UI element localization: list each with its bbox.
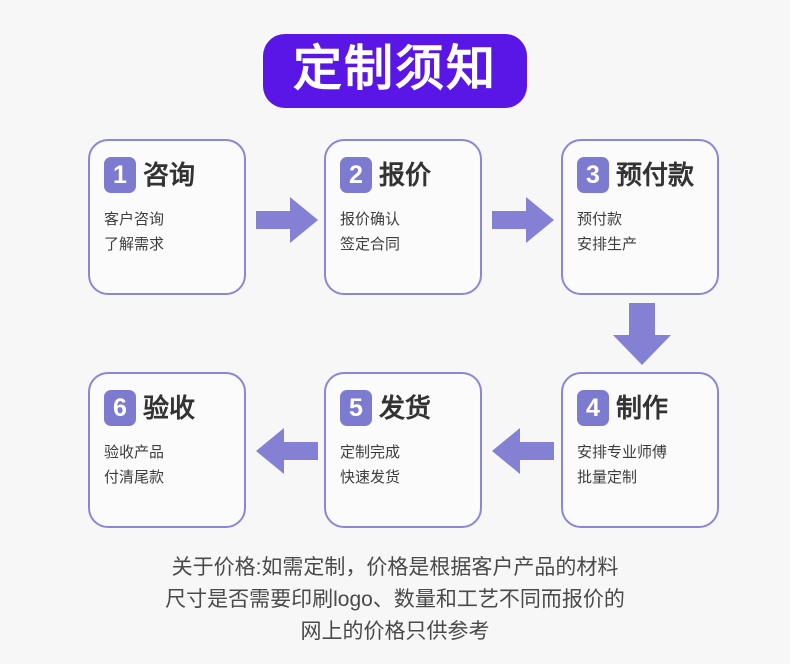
step-body-line: 付清尾款 (104, 469, 165, 486)
step-card-1-header: 1 咨询 (104, 155, 244, 195)
title-banner: 定制须知 (262, 34, 527, 108)
step-number-badge-1: 1 (104, 157, 136, 193)
arrow-right-icon (492, 197, 554, 243)
step-card-1: 1 咨询 客户咨询 了解需求 (88, 139, 246, 295)
step-title-6: 验收 (143, 393, 196, 423)
price-note-line: 关于价格:如需定制，价格是根据客户产品的材料 (171, 556, 619, 579)
step-card-2: 2 报价 报价确认 签定合同 (324, 139, 482, 295)
price-note-line: 尺寸是否需要印刷logo、数量和工艺不同而报价的 (165, 588, 625, 611)
step-card-6-header: 6 验收 (104, 388, 244, 428)
arrow-left-icon (492, 428, 554, 474)
step-number-badge-3: 3 (577, 157, 609, 193)
step-body-line: 定制完成 (340, 444, 401, 461)
step-title-1: 咨询 (143, 160, 196, 190)
arrow-left-icon (256, 428, 318, 474)
step-number-badge-5: 5 (340, 390, 372, 426)
page-title: 定制须知 (292, 42, 497, 96)
price-note: 关于价格:如需定制，价格是根据客户产品的材料 尺寸是否需要印刷logo、数量和工… (0, 552, 790, 648)
step-number-badge-2: 2 (340, 157, 372, 193)
step-body-1: 客户咨询 了解需求 (104, 207, 244, 257)
step-body-line: 签定合同 (340, 236, 401, 253)
step-card-4-header: 4 制作 (577, 388, 717, 428)
step-card-6: 6 验收 验收产品 付清尾款 (88, 372, 246, 528)
step-card-5-header: 5 发货 (340, 388, 480, 428)
step-body-line: 快速发货 (340, 469, 401, 486)
step-body-line: 报价确认 (340, 211, 401, 228)
step-body-5: 定制完成 快速发货 (340, 440, 480, 490)
step-body-line: 安排生产 (577, 236, 638, 253)
step-body-line: 客户咨询 (104, 211, 165, 228)
step-title-4: 制作 (616, 393, 669, 423)
step-body-line: 批量定制 (577, 469, 638, 486)
arrow-down-icon (613, 303, 671, 365)
arrow-right-icon (256, 197, 318, 243)
step-body-line: 了解需求 (104, 236, 165, 253)
step-card-3-header: 3 预付款 (577, 155, 717, 195)
step-body-line: 安排专业师傅 (577, 444, 668, 461)
step-body-line: 验收产品 (104, 444, 165, 461)
step-number-badge-4: 4 (577, 390, 609, 426)
step-title-3: 预付款 (616, 160, 695, 190)
step-body-line: 预付款 (577, 211, 623, 228)
page-title-container: 定制须知 (0, 34, 790, 108)
step-card-3: 3 预付款 预付款 安排生产 (561, 139, 719, 295)
step-card-5: 5 发货 定制完成 快速发货 (324, 372, 482, 528)
price-note-line: 网上的价格只供参考 (300, 620, 490, 643)
step-body-3: 预付款 安排生产 (577, 207, 717, 257)
step-number-badge-6: 6 (104, 390, 136, 426)
step-title-2: 报价 (379, 160, 432, 190)
step-card-4: 4 制作 安排专业师傅 批量定制 (561, 372, 719, 528)
step-body-4: 安排专业师傅 批量定制 (577, 440, 717, 490)
step-title-5: 发货 (379, 393, 432, 423)
step-card-2-header: 2 报价 (340, 155, 480, 195)
step-body-2: 报价确认 签定合同 (340, 207, 480, 257)
step-body-6: 验收产品 付清尾款 (104, 440, 244, 490)
